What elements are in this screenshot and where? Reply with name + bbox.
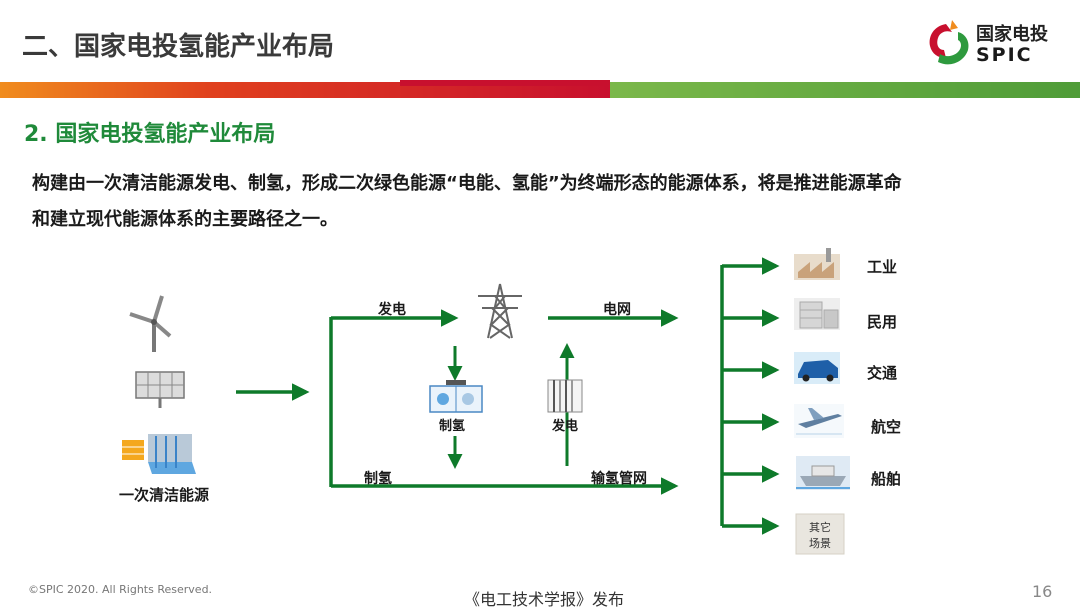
spic-logo — [929, 20, 969, 65]
branch-lower-label: 制氢 — [364, 470, 392, 487]
grid-label: 电网 — [603, 301, 631, 318]
end-use-label-transport: 交通 — [867, 364, 897, 382]
other-scenarios-line1: 其它 — [809, 520, 831, 534]
spic-logo-mark — [929, 20, 969, 65]
section-subtitle: 2. 国家电投氢能产业布局 — [24, 122, 276, 147]
logo-text-cn: 国家电投 — [976, 24, 1048, 45]
electrolyzer-label: 制氢 — [439, 418, 465, 434]
car-icon — [794, 352, 840, 384]
logo-text-en: SPIC — [976, 44, 1033, 66]
other-scenarios-line2: 场景 — [809, 536, 831, 550]
wind-turbine-icon — [129, 295, 172, 352]
end-use-label-shipping: 船舶 — [871, 470, 901, 488]
paragraph-line-1: 构建由一次清洁能源发电、制氢，形成二次绿色能源“电能、氢能”为终端形态的能源体系… — [32, 173, 902, 194]
footer-copyright: ©SPIC 2020. All Rights Reserved. — [28, 583, 213, 596]
end-use-label-industry: 工业 — [867, 258, 897, 276]
pipeline-label: 输氢管网 — [591, 470, 647, 487]
factory-icon — [794, 248, 840, 280]
solar-panel-icon — [135, 371, 185, 408]
body-paragraph: 构建由一次清洁能源发电、制氢，形成二次绿色能源“电能、氢能”为终端形态的能源体系… — [32, 166, 1072, 238]
header-color-band — [0, 80, 1080, 98]
page-title: 二、国家电投氢能产业布局 — [22, 32, 335, 62]
fuel-cell-label: 发电 — [551, 418, 578, 434]
branch-upper-label: 发电 — [377, 301, 406, 318]
end-use-label-residential: 民用 — [867, 313, 897, 331]
end-use-arrows — [722, 257, 780, 535]
airplane-icon — [794, 404, 844, 438]
footer-source: 《电工技术学报》发布 — [464, 590, 625, 609]
transmission-tower-icon — [478, 283, 522, 339]
end-use-label-aviation: 航空 — [871, 418, 901, 436]
hydropower-dam-icon — [122, 434, 196, 474]
text-box-icon: 其它 场景 — [795, 513, 845, 555]
fuel-cell-icon — [547, 379, 583, 413]
building-icon — [794, 298, 840, 330]
page-number: 16 — [1032, 582, 1053, 601]
source-label: 一次清洁能源 — [119, 486, 209, 504]
paragraph-line-2: 和建立现代能源体系的主要路径之一。 — [32, 209, 338, 230]
energy-flow-diagram: 一次清洁能源 发电 制氢 电网 输氢管网 制氢 发电 — [119, 248, 901, 555]
electrolyzer-icon — [429, 380, 483, 413]
ship-icon — [796, 456, 850, 490]
